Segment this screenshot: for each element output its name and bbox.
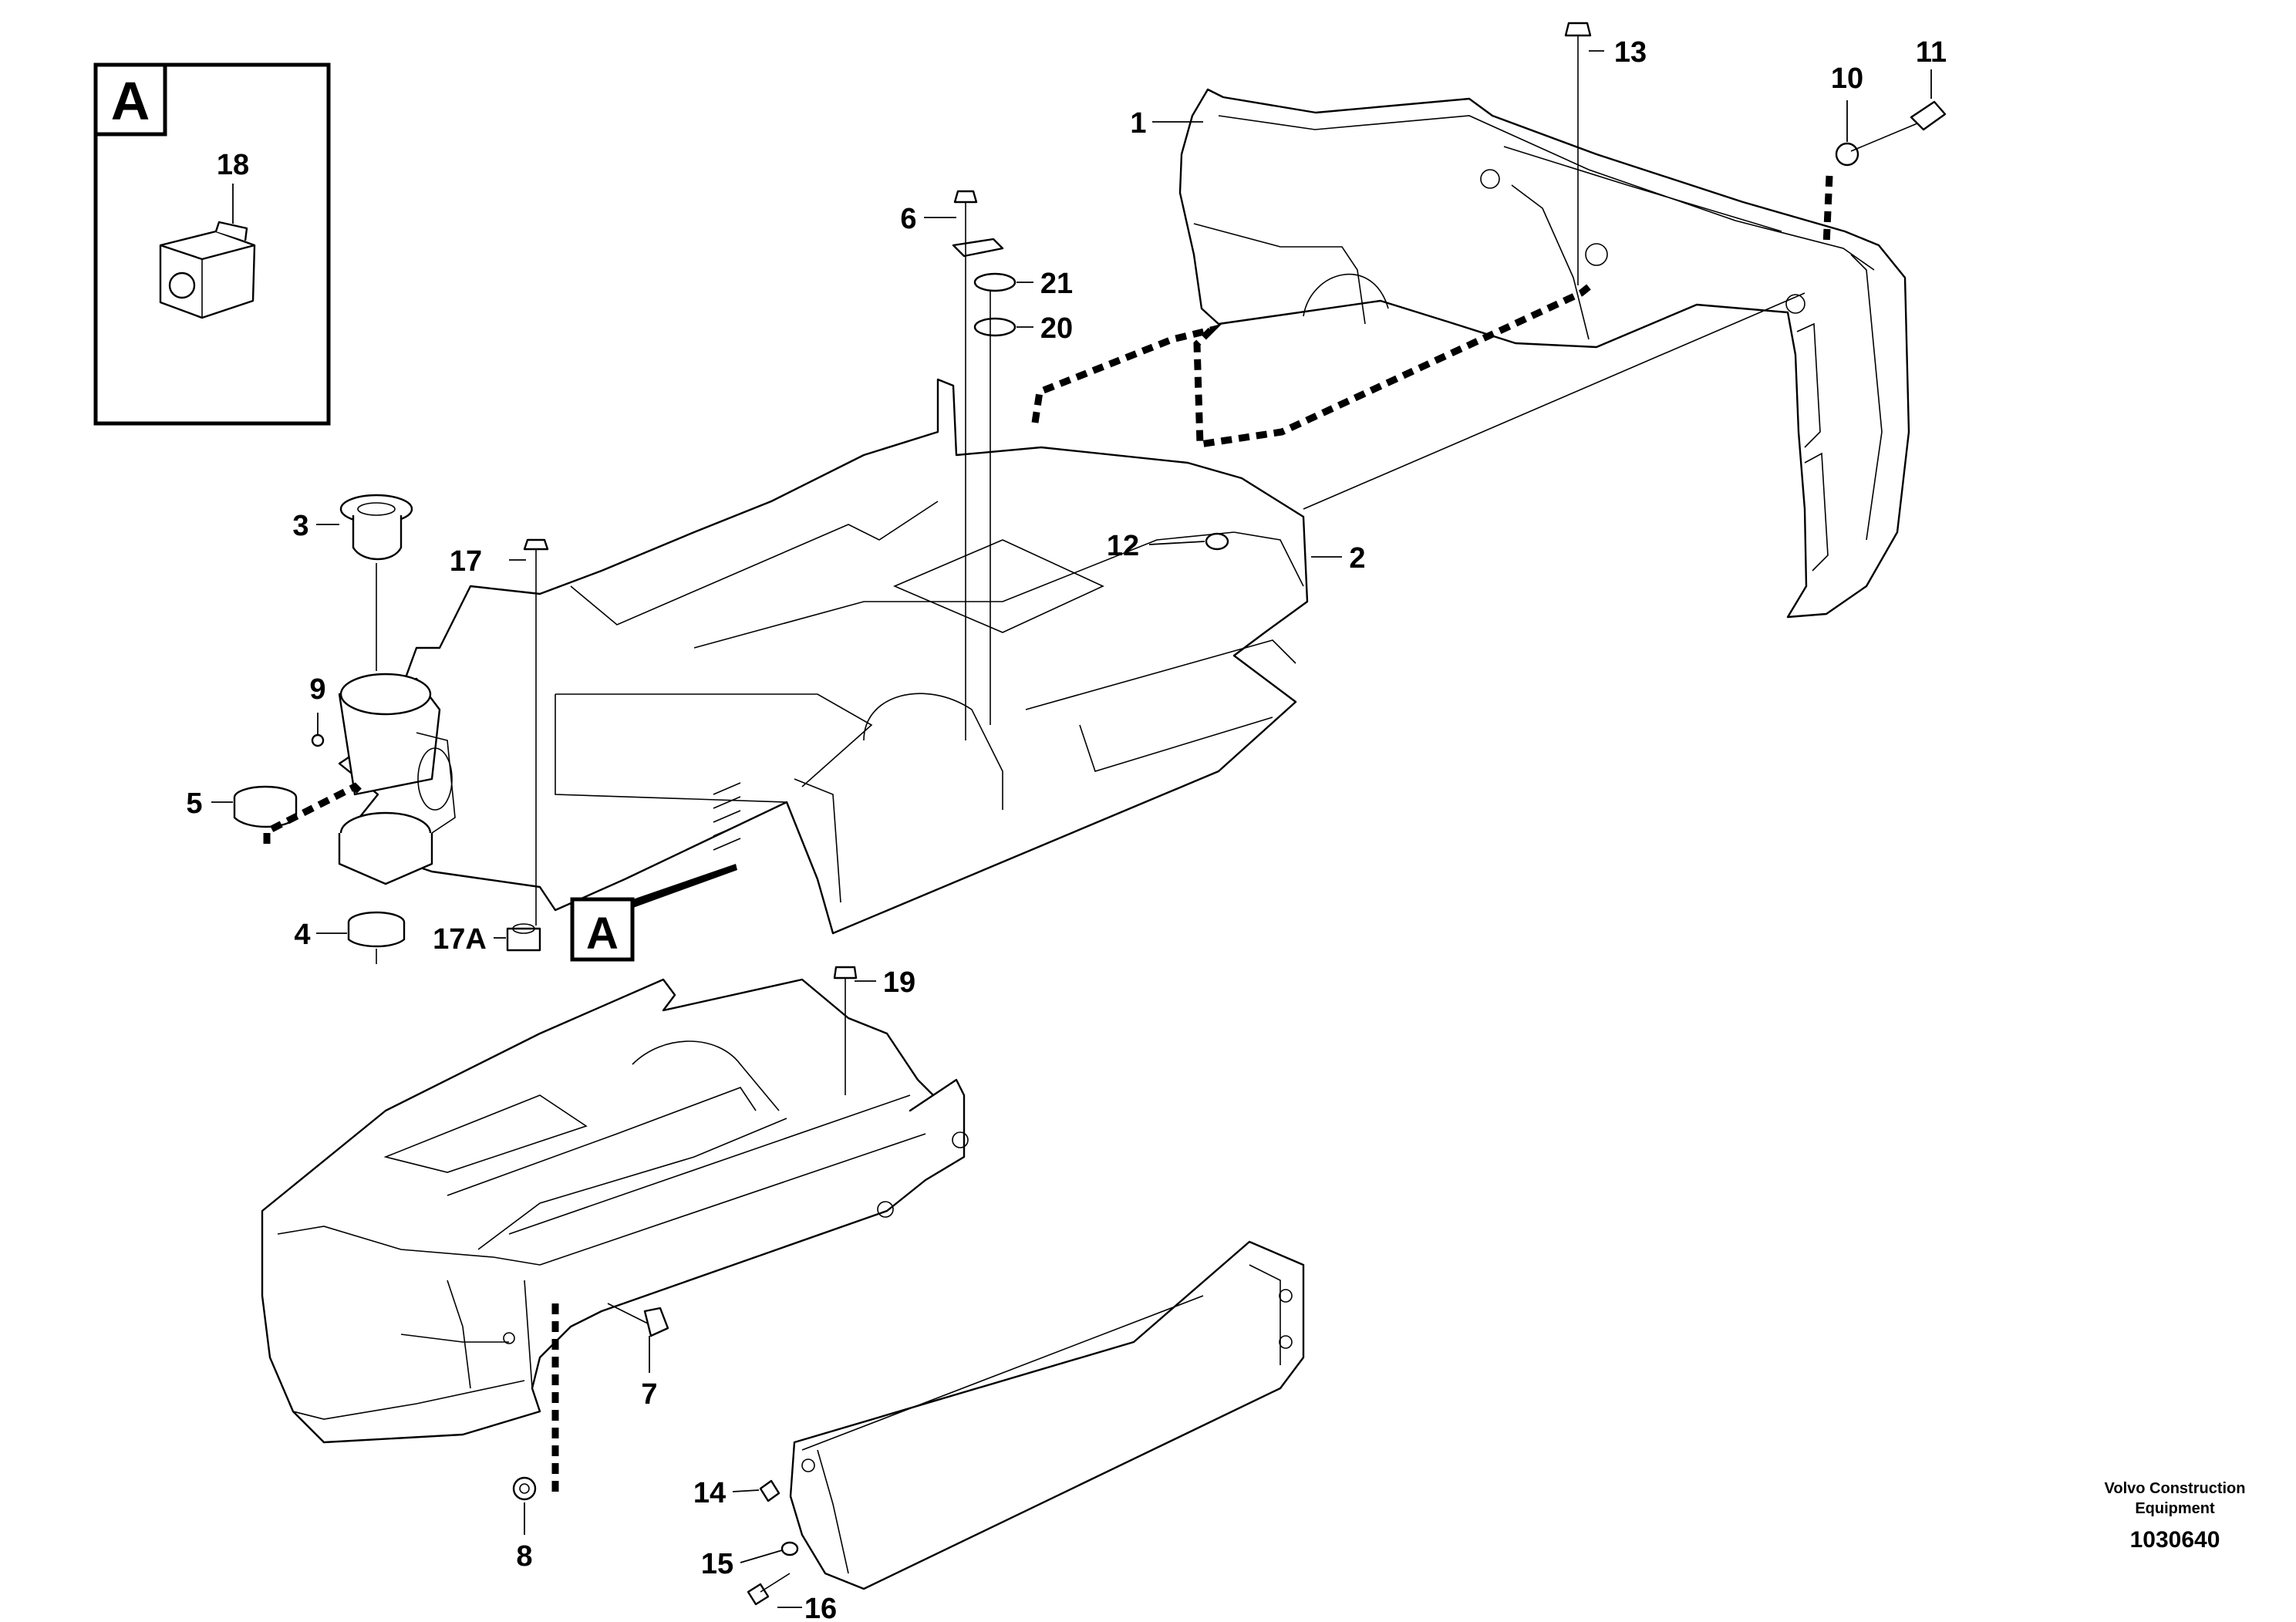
alignment-lines bbox=[376, 66, 1805, 1095]
callout-19: 19 bbox=[883, 966, 915, 999]
callout-8: 8 bbox=[516, 1540, 532, 1573]
callout-4: 4 bbox=[294, 919, 310, 951]
callout-17: 17 bbox=[450, 545, 482, 578]
bolt-part-19 bbox=[833, 966, 858, 1003]
washer-part-20 bbox=[973, 317, 1017, 337]
washer-part-15 bbox=[781, 1541, 799, 1556]
callout-numbers: 1 2 3 4 5 6 7 8 9 10 11 12 13 14 15 16 1… bbox=[186, 36, 1947, 1622]
callout-leaders bbox=[211, 50, 1932, 1608]
detail-inset-a: A 18 bbox=[93, 62, 331, 426]
inset-letter: A bbox=[111, 71, 150, 131]
callout-2: 2 bbox=[1349, 542, 1365, 575]
callout-21: 21 bbox=[1040, 268, 1073, 300]
credit-line-2: Equipment bbox=[2135, 1500, 2215, 1517]
bolt-part-7 bbox=[607, 1303, 669, 1337]
bolt-part-11 bbox=[1850, 100, 1947, 152]
grease-nipple-part-9 bbox=[311, 733, 325, 747]
callout-10: 10 bbox=[1831, 62, 1863, 95]
washer-part-21 bbox=[973, 272, 1017, 292]
upper-frame-part-2 bbox=[338, 378, 1309, 935]
callout-7: 7 bbox=[641, 1378, 657, 1411]
detail-a-marker: A bbox=[570, 864, 737, 962]
callout-9: 9 bbox=[309, 673, 325, 706]
nut-part-8 bbox=[512, 1476, 537, 1501]
callout-15: 15 bbox=[701, 1548, 733, 1580]
callout-18: 18 bbox=[217, 149, 249, 181]
dashed-assembly-lines bbox=[263, 175, 1833, 1496]
nut-part-17a bbox=[506, 923, 541, 952]
bolt-part-17 bbox=[523, 538, 549, 563]
inset-letter-box bbox=[93, 62, 167, 137]
detail-a-marker-letter: A bbox=[586, 909, 619, 959]
bolt-part-13 bbox=[1564, 22, 1592, 66]
ring-part-5 bbox=[233, 785, 298, 828]
callout-11: 11 bbox=[1916, 36, 1947, 69]
counterweight-part-1 bbox=[1178, 88, 1910, 619]
clip-part-14 bbox=[759, 1479, 781, 1502]
callout-6: 6 bbox=[900, 203, 916, 235]
washer-part-10 bbox=[1835, 142, 1859, 167]
publisher-credit: Volvo Construction Equipment 1030640 bbox=[2105, 1480, 2246, 1553]
ring-part-4 bbox=[347, 911, 406, 948]
callout-17a: 17A bbox=[433, 923, 487, 956]
callout-20: 20 bbox=[1040, 312, 1073, 345]
callout-14: 14 bbox=[693, 1477, 726, 1509]
credit-line-1: Volvo Construction bbox=[2105, 1480, 2246, 1497]
lower-frame-assembly bbox=[261, 978, 969, 1444]
bolt-part-6 bbox=[952, 190, 1004, 258]
callout-3: 3 bbox=[292, 510, 308, 542]
bolt-part-16 bbox=[747, 1573, 791, 1606]
fastener-part-12 bbox=[1205, 532, 1229, 551]
document-number: 1030640 bbox=[2130, 1527, 2220, 1553]
callout-13: 13 bbox=[1614, 36, 1647, 69]
callout-5: 5 bbox=[186, 787, 202, 820]
detail-a-marker-box bbox=[570, 897, 635, 962]
callout-12: 12 bbox=[1107, 530, 1139, 562]
callout-1: 1 bbox=[1130, 107, 1146, 140]
callout-16: 16 bbox=[804, 1593, 837, 1622]
bushing-part-3 bbox=[339, 494, 413, 561]
side-cover-part bbox=[789, 1240, 1305, 1590]
bracket-part-18 bbox=[159, 221, 256, 319]
